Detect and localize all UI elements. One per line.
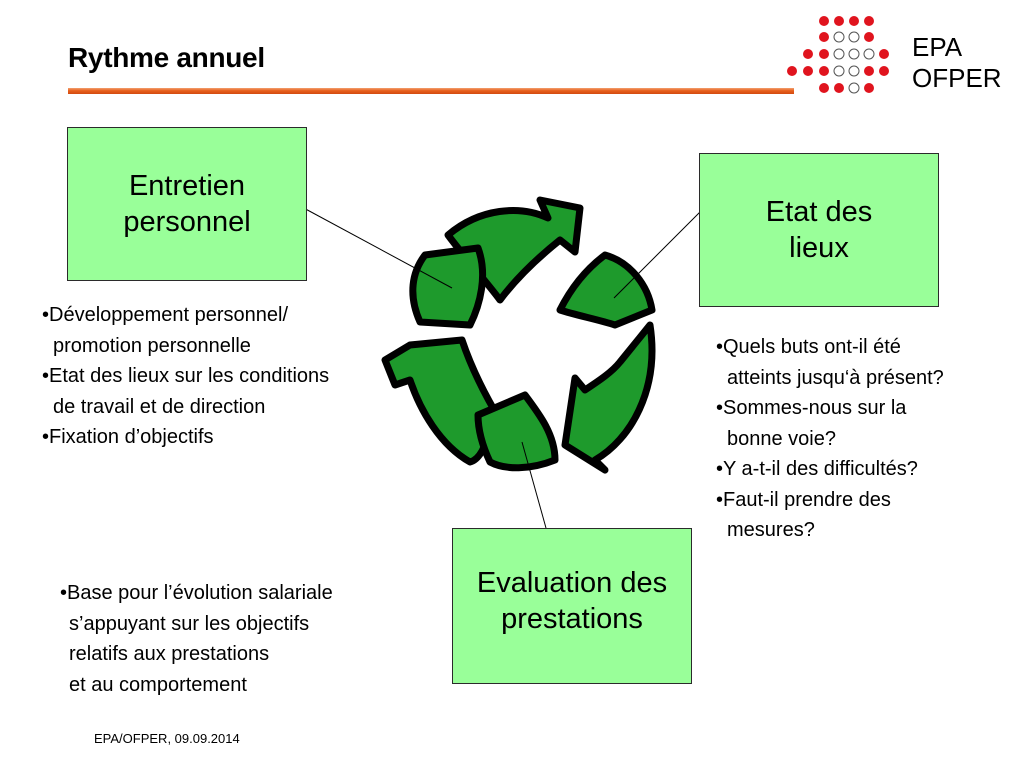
bullet-line: •Faut-il prendre des	[716, 488, 891, 511]
bullet-line: bonne voie?	[727, 427, 836, 450]
bullet-line: •Base pour l’évolution salariale	[60, 582, 333, 604]
bullet-line: •Sommes-nous sur la	[716, 397, 907, 419]
recycle-arrow-left	[381, 336, 504, 466]
bullets-entretien: •Développement personnel/ promotion pers…	[42, 300, 329, 453]
bullet-line: atteints jusqu‘à présent?	[727, 366, 944, 389]
bullet-line: •Quels buts ont-il été	[716, 336, 901, 358]
connector-evaluation	[521, 441, 547, 529]
recycle-arrow-right-top	[556, 251, 656, 329]
box-entretien-line2: personnel	[123, 206, 251, 238]
recycle-arrow-left-top	[409, 244, 487, 329]
box-evaluation-prestations: Evaluation des prestations	[452, 528, 692, 684]
bullet-line: relatifs aux prestations	[69, 643, 270, 665]
box-entretien-personnel: Entretien personnel	[67, 127, 307, 281]
bullet-line: et au comportement	[69, 673, 247, 696]
box-entretien-line1: Entretien	[128, 170, 246, 202]
box-evaluation-line1: Evaluation des	[476, 567, 668, 599]
bullets-etat: •Quels buts ont-il été atteints jusqu‘à …	[716, 332, 944, 546]
connector-entretien	[299, 205, 453, 289]
logo-text-ofper: OFPER	[912, 63, 1002, 93]
bullet-line: •Y a-t-il des difficultés?	[716, 458, 918, 480]
bullet-line: •Développement personnel/	[42, 304, 289, 326]
box-evaluation-line2: prestations	[501, 603, 643, 635]
box-etat-des-lieux: Etat des lieux	[699, 153, 939, 307]
footer-text: EPA/OFPER, 09.09.2014	[94, 731, 240, 746]
bullet-line: •Fixation d’objectifs	[42, 426, 214, 448]
epa-ofper-logo	[787, 16, 889, 94]
box-etat-line2: lieux	[789, 232, 849, 264]
bullet-line: s’appuyant sur les objectifs	[69, 612, 310, 635]
bullet-line: promotion personnelle	[53, 334, 251, 357]
logo-text: EPA OFPER	[912, 32, 1002, 94]
page-title: Rythme annuel	[68, 42, 265, 73]
bullet-line: de travail et de direction	[53, 395, 266, 418]
connector-etat	[613, 211, 701, 299]
bullets-evaluation: •Base pour l’évolution salariale s’appuy…	[60, 578, 333, 700]
recycle-arrow-bottom	[474, 391, 559, 472]
box-etat-line1: Etat des	[765, 196, 873, 228]
bullet-line: •Etat des lieux sur les conditions	[42, 365, 330, 387]
bullet-line: mesures?	[727, 519, 815, 541]
title-underline	[68, 88, 794, 94]
recycle-arrow-right	[561, 321, 656, 474]
logo-text-epa: EPA	[912, 32, 963, 62]
